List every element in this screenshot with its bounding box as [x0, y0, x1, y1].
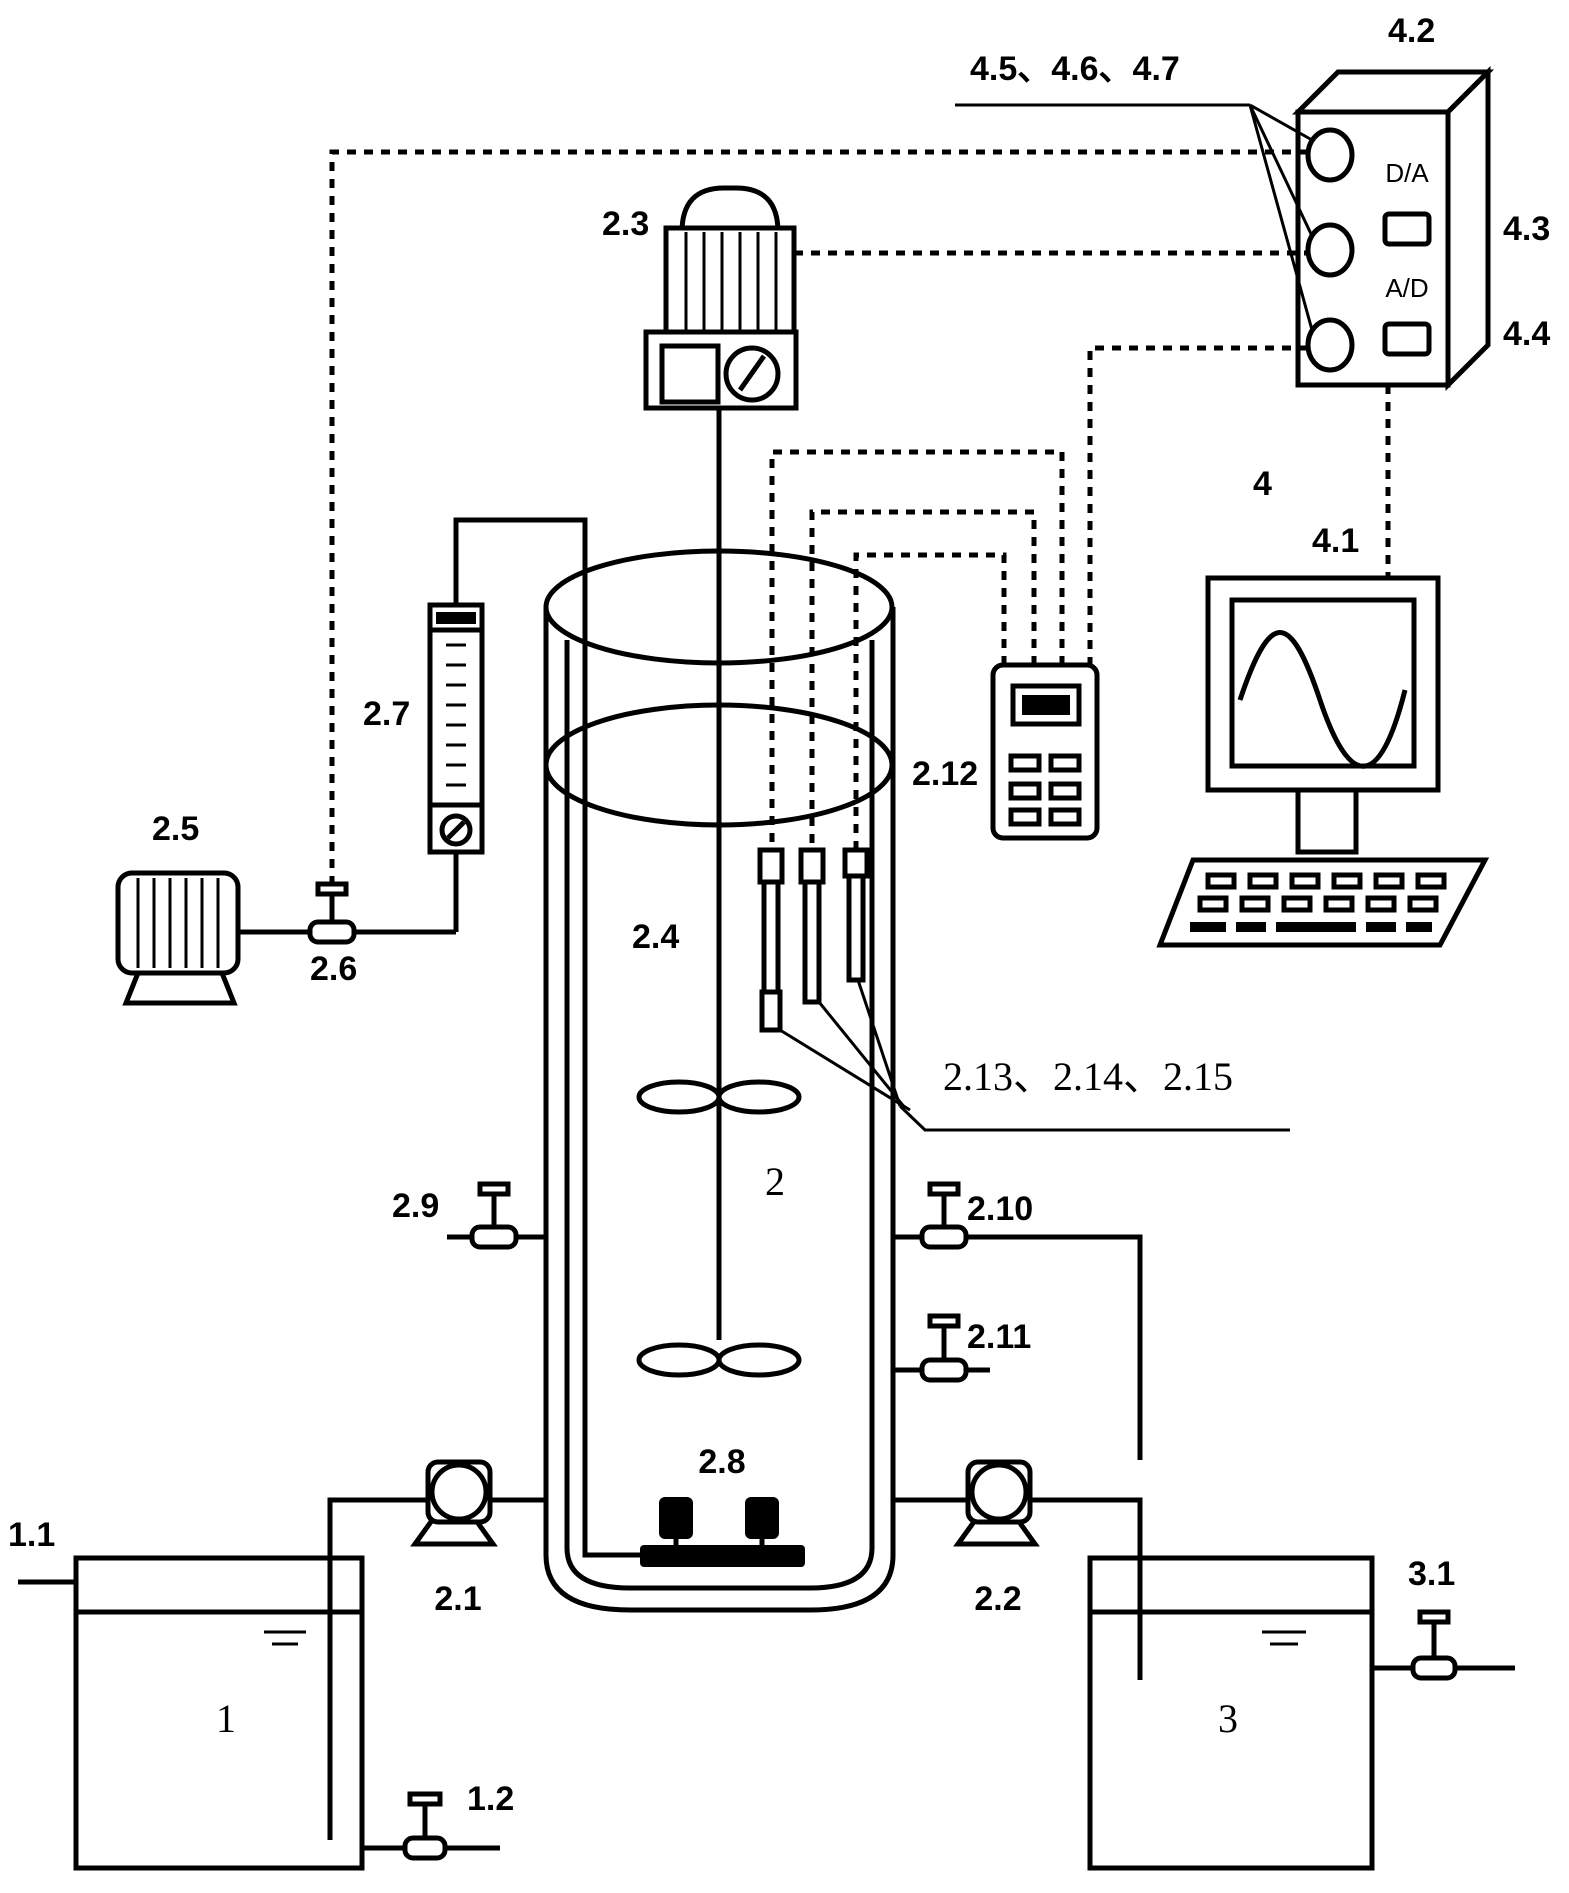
label-2-8: 2.8 [698, 1443, 745, 1481]
label-ports: 4.5、4.6、4.7 [970, 50, 1180, 88]
diffuser-2-8 [640, 1497, 805, 1567]
valve-2-11 [893, 1313, 990, 1383]
label-2-10: 2.10 [967, 1190, 1033, 1228]
label-2-7: 2.7 [363, 695, 410, 733]
label-2-9: 2.9 [392, 1187, 439, 1225]
label-2-1: 2.1 [434, 1580, 481, 1618]
label-4-4: 4.4 [1503, 315, 1550, 353]
label-2-6: 2.6 [310, 950, 357, 988]
label-2-12: 2.12 [912, 755, 978, 793]
label-reactor-2: 2 [765, 1159, 785, 1204]
da-converter-text: D/A [1385, 158, 1429, 188]
label-1-2: 1.2 [467, 1780, 514, 1818]
air-line [238, 517, 640, 1558]
control-box-4-2: D/A A/D [955, 65, 1495, 392]
label-tank-1: 1 [216, 1696, 236, 1741]
pump-2-1 [410, 1459, 546, 1547]
valve-2-9 [447, 1181, 546, 1250]
flowmeter-2-7 [427, 602, 485, 855]
label-4: 4 [1253, 465, 1272, 503]
valve-2-10 [893, 1181, 1143, 1460]
label-probes: 2.13、2.14、2.15 [943, 1054, 1233, 1099]
pump-2-2 [893, 1459, 1143, 1680]
label-2-2: 2.2 [974, 1580, 1021, 1618]
effluent-tank-3 [1087, 1555, 1515, 1871]
label-tank-3: 3 [1218, 1696, 1238, 1741]
label-2-4: 2.4 [632, 918, 679, 956]
signal-lines [329, 149, 1391, 884]
meter-2-12 [990, 662, 1100, 841]
label-4-1: 4.1 [1312, 522, 1359, 560]
air-pump-2-5 [115, 870, 241, 1006]
impeller-upper [636, 1079, 802, 1115]
label-2-5: 2.5 [152, 810, 199, 848]
labels: 1 1.1 1.2 2 2.1 2.2 2.3 2.4 2.5 2.6 2.7 … [8, 12, 1550, 1818]
valve-1-2 [402, 1791, 448, 1861]
probes-2-13-2-15 [757, 847, 1290, 1132]
valve-2-6 [307, 881, 357, 945]
ad-converter-text: A/D [1385, 273, 1428, 303]
computer-4-1 [1156, 575, 1490, 948]
label-2-3: 2.3 [602, 205, 649, 243]
feed-tank-1 [18, 1497, 500, 1871]
label-2-11: 2.11 [967, 1318, 1031, 1356]
label-4-2: 4.2 [1388, 12, 1435, 50]
reactor-2 [543, 548, 896, 1613]
label-1-1: 1.1 [8, 1516, 55, 1554]
label-4-3: 4.3 [1503, 210, 1550, 248]
impeller-lower [636, 1342, 802, 1378]
label-3-1: 3.1 [1408, 1555, 1455, 1593]
motor-2-3 [643, 185, 799, 1340]
valve-3-1 [1410, 1609, 1458, 1681]
